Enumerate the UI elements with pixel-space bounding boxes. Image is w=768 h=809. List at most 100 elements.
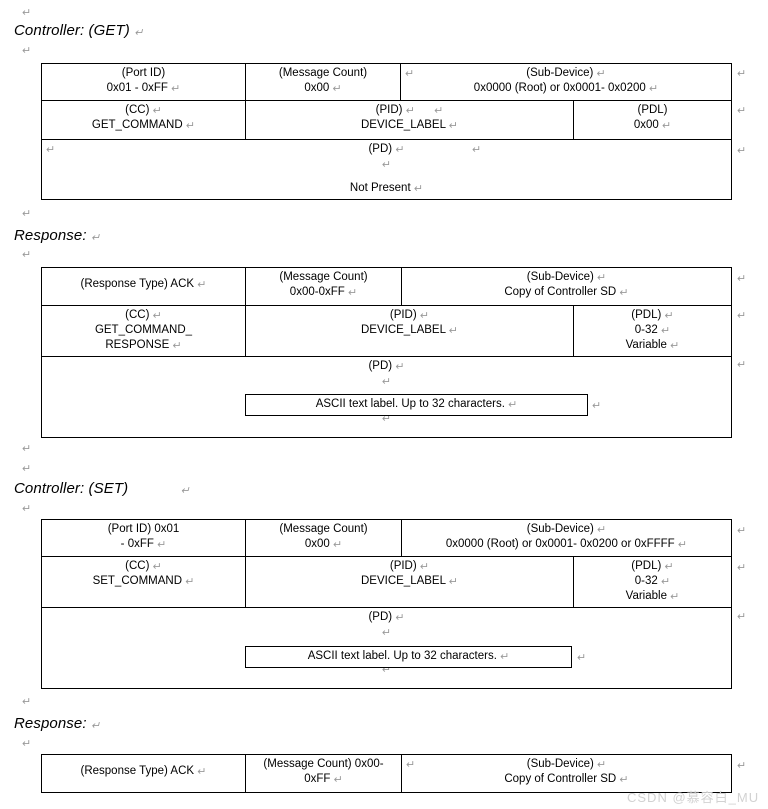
sub-device-value: Copy of Controller SD ↵ <box>504 773 629 786</box>
paragraph-mark: ↵ <box>157 539 167 551</box>
pd-blank-line: ↵ <box>45 374 728 389</box>
paragraph-mark: ↵ <box>381 376 392 388</box>
paragraph-mark: ↵ <box>737 273 747 285</box>
cell-message-count: (Message Count) 0x00 ↵ <box>245 63 401 101</box>
paragraph-mark: ↵ <box>419 561 430 573</box>
cell-sub-device: ↵ (Sub-Device) ↵ Copy of Controller SD ↵ <box>401 754 732 793</box>
watermark: CSDN @慕容白_MU <box>627 790 760 805</box>
pid-value: DEVICE_LABEL ↵ <box>360 324 458 337</box>
pdl-value-line2: Variable ↵ <box>625 590 680 603</box>
response-type-label: (Response Type) ACK ↵ <box>80 765 207 778</box>
pdl-label: (PDL) ↵ <box>631 560 674 573</box>
cell-pd: ↵ (PD) ↵ ↵ ↵ Not Present ↵ <box>41 139 732 200</box>
paragraph-mark: ↵ <box>648 83 659 95</box>
cell-port-id: (Port ID) 0x01 - 0xFF ↵ <box>41 63 246 101</box>
heading-response-set: Response: ↵ <box>14 715 100 732</box>
paragraph-mark: ↵ <box>22 463 32 475</box>
paragraph-mark: ↵ <box>381 664 392 676</box>
response-type-label: (Response Type) ACK ↵ <box>80 278 207 291</box>
table-controller-get: (Port ID) 0x01 - 0xFF ↵ (Message Count) … <box>41 63 732 200</box>
table-row: (Response Type) ACK ↵ (Message Count) 0x… <box>41 267 732 306</box>
paragraph-mark: ↵ <box>22 503 32 515</box>
port-id-label: (Port ID) <box>121 67 166 79</box>
cc-value: GET_COMMAND ↵ <box>91 119 196 132</box>
message-count-label: (Message Count) <box>278 67 368 79</box>
table-row: (CC) ↵ GET_COMMAND_ RESPONSE ↵ (PID) ↵ D… <box>41 305 732 357</box>
paragraph-mark: ↵ <box>180 485 190 497</box>
pd-blank-line-2: ↵ <box>45 662 728 677</box>
pdl-value: 0x00 ↵ <box>633 119 672 132</box>
cc-label: (CC) ↵ <box>125 309 162 322</box>
cc-value-line1: GET_COMMAND_ <box>94 324 193 336</box>
paragraph-mark: ↵ <box>737 611 747 623</box>
heading-controller-get-text: Controller: (GET) <box>14 22 130 39</box>
sub-device-label: (Sub-Device) ↵ <box>526 758 607 771</box>
paragraph-mark: ↵ <box>664 310 674 322</box>
paragraph-mark: ↵ <box>448 576 458 588</box>
paragraph-mark: ↵ <box>737 525 747 537</box>
paragraph-mark: ↵ <box>597 524 607 536</box>
paragraph-mark: ↵ <box>419 310 430 322</box>
pid-label: (PID) ↵ ↵ <box>375 104 444 117</box>
paragraph-mark: ↵ <box>381 159 392 171</box>
paragraph-mark: ↵ <box>22 45 32 57</box>
paragraph-mark: ↵ <box>405 105 415 117</box>
truncated-top-line <box>16 0 716 2</box>
cell-response-type: (Response Type) ACK ↵ <box>41 267 246 306</box>
cell-message-count: (Message Count) 0x00 ↵ <box>245 519 402 557</box>
heading-response-get: Response: ↵ <box>14 227 100 244</box>
cell-cc: (CC) ↵ GET_COMMAND_ RESPONSE ↵ <box>41 305 246 357</box>
paragraph-mark: ↵ <box>677 539 688 551</box>
heading-response-set-text: Response: <box>14 715 87 732</box>
table-row: ↵ (PD) ↵ ↵ ↵ Not Present ↵ <box>41 139 732 200</box>
paragraph-mark: ↵ <box>405 68 415 80</box>
sub-device-label: (Sub-Device) ↵ <box>526 67 606 80</box>
cc-label: (CC) ↵ <box>125 560 162 573</box>
pdl-value-line2: Variable ↵ <box>625 339 680 352</box>
sub-device-value: 0x0000 (Root) or 0x0001- 0x0200 or 0xFFF… <box>445 538 688 551</box>
paragraph-mark: ↵ <box>395 144 405 156</box>
message-count-value: 0x00 ↵ <box>304 538 343 551</box>
paragraph-mark: ↵ <box>197 279 207 291</box>
pid-label: (PID) ↵ <box>389 560 430 573</box>
table-row: (Response Type) ACK ↵ (Message Count) 0x… <box>41 754 732 793</box>
sub-device-value: Copy of Controller SD ↵ <box>504 286 629 299</box>
cell-sub-device: (Sub-Device) ↵ Copy of Controller SD ↵ <box>401 267 732 306</box>
paragraph-mark: ↵ <box>670 591 680 603</box>
paragraph-mark: ↵ <box>664 561 674 573</box>
paragraph-mark: ↵ <box>661 120 672 132</box>
table-row: (CC) ↵ GET_COMMAND ↵ (PID) ↵ ↵ DEVICE_LA… <box>41 100 732 140</box>
paragraph-mark: ↵ <box>508 399 518 411</box>
table-row: (Port ID) 0x01 - 0xFF ↵ (Message Count) … <box>41 63 732 101</box>
paragraph-mark: ↵ <box>472 144 482 156</box>
paragraph-mark: ↵ <box>381 627 392 639</box>
paragraph-mark: ↵ <box>737 68 747 80</box>
paragraph-mark: ↵ <box>500 651 510 663</box>
message-count-label: (Message Count) <box>279 271 368 283</box>
cell-message-count: (Message Count) 0x00- 0xFF ↵ <box>245 754 402 793</box>
pid-label: (PID) ↵ <box>389 309 430 322</box>
cell-pdl: (PDL) ↵ 0-32 ↵ Variable ↵ <box>572 556 733 608</box>
paragraph-mark: ↵ <box>737 105 747 117</box>
paragraph-mark: ↵ <box>347 287 358 299</box>
inner-box-ascii-label-response-get: ASCII text label. Up to 32 characters. ↵ <box>245 394 588 416</box>
paragraph-mark: ↵ <box>737 760 747 772</box>
table-response-set: (Response Type) ACK ↵ (Message Count) 0x… <box>41 754 732 793</box>
paragraph-mark: ↵ <box>90 232 101 244</box>
paragraph-mark: ↵ <box>332 83 342 95</box>
sub-device-label: (Sub-Device) ↵ <box>526 523 607 536</box>
sub-device-label: (Sub-Device) ↵ <box>526 271 607 284</box>
cell-response-type: (Response Type) ACK ↵ <box>41 754 246 793</box>
paragraph-mark: ↵ <box>619 774 629 786</box>
paragraph-mark: ↵ <box>448 325 458 337</box>
pd-blank-line: ↵ <box>45 157 728 172</box>
pdl-value-line1: 0-32 ↵ <box>634 324 671 337</box>
ascii-label-text: ASCII text label. Up to 32 characters. ↵ <box>307 650 510 663</box>
cc-value-line2: RESPONSE ↵ <box>105 339 182 352</box>
paragraph-mark: ↵ <box>22 738 32 750</box>
paragraph-mark: ↵ <box>596 68 606 80</box>
pd-value: Not Present ↵ <box>349 182 424 195</box>
paragraph-mark: ↵ <box>332 539 343 551</box>
paragraph-mark: ↵ <box>597 759 607 771</box>
paragraph-mark: ↵ <box>152 105 162 117</box>
